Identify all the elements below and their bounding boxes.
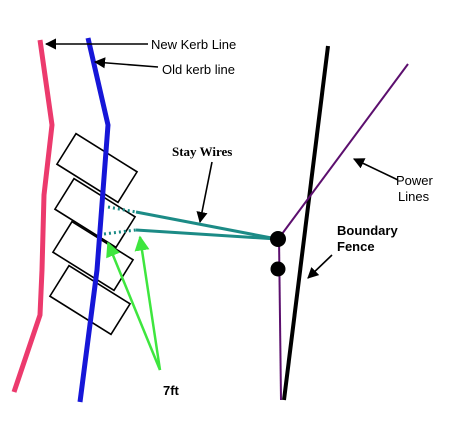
- distance-label: 7ft: [163, 383, 180, 398]
- parking-bay: [48, 264, 132, 336]
- distance-arrow-left: [106, 241, 162, 371]
- distance-arrows: [106, 235, 162, 371]
- parking-bay: [55, 132, 139, 204]
- stay-wire-lower: [135, 228, 278, 241]
- boundary-fence-label-line2: Fence: [337, 239, 375, 254]
- old-kerb-line: [77, 37, 111, 403]
- stay-wire-upper: [135, 210, 278, 241]
- parking-bay: [53, 177, 137, 249]
- pointer-arrows: [44, 38, 399, 279]
- stay-wire-lower-dotted: [103, 228, 137, 236]
- power-lines-pointer: [352, 158, 399, 181]
- power-lines-label-line2: Lines: [398, 189, 430, 204]
- distance-arrow-right: [134, 235, 162, 371]
- stay-wires-pointer: [196, 161, 213, 224]
- stay-anchor-icon: [270, 261, 286, 277]
- power-lines-label-line1: Power: [396, 173, 434, 188]
- boundary-fence-label-line1: Boundary: [337, 223, 398, 238]
- parking-bay: [51, 220, 135, 292]
- fence-pointer: [307, 254, 333, 279]
- stay-wires-label: Stay Wires: [172, 144, 232, 159]
- new-kerb-line: [11, 39, 55, 393]
- new-kerb-line-label: New Kerb Line: [151, 37, 236, 52]
- old-kerb-pointer: [93, 57, 159, 69]
- pole-circle-icon: [270, 231, 286, 247]
- stay-wires: [103, 205, 278, 241]
- old-kerb-line-label: Old kerb line: [162, 62, 235, 77]
- boundary-fence: [282, 45, 330, 401]
